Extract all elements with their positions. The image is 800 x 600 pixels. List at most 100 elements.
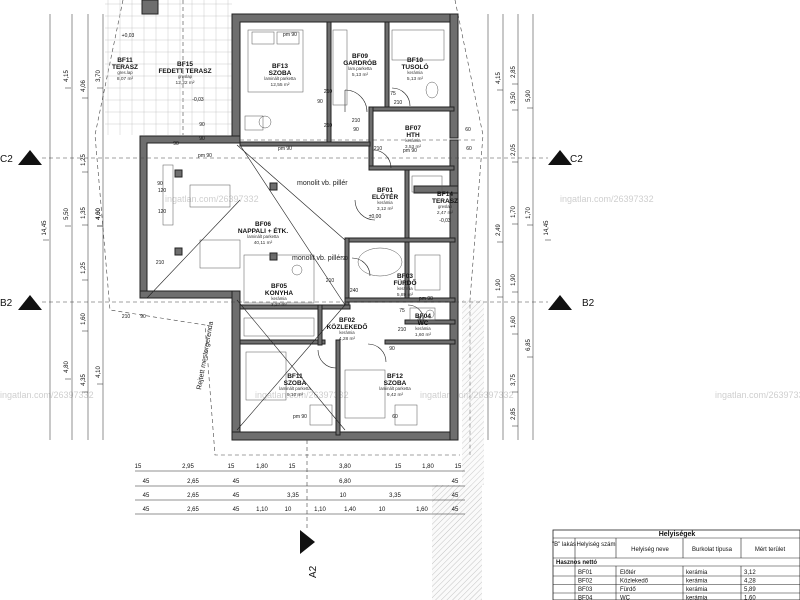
rooms-table: Helyiségek "B" lakás Helyiség szám Helyi… [552,529,800,600]
pillar-label: monolit vb. pillér [297,180,348,187]
room-flooring: laminált parketta [247,234,279,239]
table-cell: Fürdő [620,587,636,593]
room-area: 5,13 m² [352,72,369,78]
room-code: BF01 [377,187,393,194]
room-code: BF05 [271,283,287,290]
dimension-label: 45 [452,479,459,485]
dimension-label: 14,45 [42,220,48,236]
opening-label: 90 [353,127,359,133]
exterior-ramp [432,300,484,600]
room-code: BF07 [405,125,421,132]
table-cell: kerámia [686,579,708,585]
dimension-label: 3,80 [339,464,351,470]
dimension-label: 5,90 [526,90,532,102]
table-cell: 4,28 [744,579,756,585]
dimension-label: 10 [379,507,386,513]
pillars [141,0,278,261]
room-area: 3,53 m² [405,144,422,150]
table-cell: kerámia [686,596,708,600]
dimension-label: 14,45 [544,220,550,236]
opening-label: 90 [342,256,348,262]
axis-label: B2 [0,298,13,309]
dimension-label: 45 [143,507,150,513]
section-arrow-icon [300,530,315,554]
dimension-label: 4,06 [81,80,87,92]
table-section: Hasznos nettó [556,560,597,566]
terrace-tiles [105,0,232,135]
table-header: Helyiség neve [631,547,669,553]
axis-label: C2 [0,154,13,165]
dimension-label: 1,60 [511,316,517,328]
dimension-label: 45 [233,479,240,485]
opening-label: 240 [350,288,359,294]
room-flooring: greslap [178,74,193,79]
room-code: BF14 [437,191,453,198]
room-code: BF13 [272,63,288,70]
watermark: ingatlan.com/26397332 [715,390,800,400]
room-code: BF04 [415,313,431,320]
watermark: ingatlan.com/26397332 [165,194,259,204]
room-code: BF15 [177,61,193,68]
opening-label: 60 [392,414,398,420]
dimension-label: 1,70 [511,206,517,218]
dimension-label: 1,25 [81,262,87,274]
room-flooring: kerámia [339,330,355,335]
room-code: BF09 [352,53,368,60]
opening-label: 90 [140,314,146,320]
opening-label: 90 [199,136,205,142]
dimension-label: 45 [143,479,150,485]
opening-label: 120 [158,188,167,194]
table-header: "B" lakás [552,542,576,548]
opening-label: 90 [173,141,179,147]
table-cell: Közlekedő [620,579,649,585]
dimension-label: 1,60 [81,313,87,325]
watermark: ingatlan.com/26397332 [560,194,654,204]
room-name: WC [418,320,429,327]
dimension-label: 4,60 [96,208,102,220]
dimension-label: 2,95 [182,464,194,470]
dimension-label: 2,65 [187,479,199,485]
opening-label: 60 [465,127,471,133]
dimension-label: 45 [233,493,240,499]
section-arrow-icon [18,150,42,165]
dimension-label: 4,15 [64,70,70,82]
level-mark: -0,03 [192,97,204,103]
axis-label: B2 [582,298,595,309]
table-header: Helyiség szám [576,542,615,548]
opening-label: 210 [156,260,165,266]
opening-label: pm 90 [293,414,307,420]
room-code: BF12 [387,373,403,380]
room-name: SZOBA [384,380,407,387]
dimension-label: 6,80 [339,479,351,485]
room-flooring: kerámia [415,326,431,331]
opening-label: pm 90 [403,148,417,154]
opening-label: 210 [326,278,335,284]
room-flooring: greslap [438,204,453,209]
room-code: BF11 [117,57,133,64]
room-area: 3,12 m² [377,206,394,212]
dimension-label: 1,70 [526,207,532,219]
dimension-label: 4,15 [496,72,502,84]
opening-label: 210 [122,314,131,320]
dimension-label: 45 [452,493,459,499]
room-name: FÜRDŐ [393,278,416,287]
room-name: HTH [406,132,420,139]
room-flooring: kerámia [407,70,423,75]
dimension-label: 15 [228,464,235,470]
opening-label: pm 90 [283,32,297,38]
table-cell: BF03 [578,587,593,593]
room-area: 8,07 m² [117,76,134,82]
dimension-label: 6,85 [526,339,532,351]
dimension-label: 4,10 [96,366,102,378]
room-area: 40,11 m² [254,240,273,246]
table-cell: 5,89 [744,587,756,593]
dimension-label: 4,00 [96,208,102,220]
room-name: TERASZ [432,198,458,205]
pillar-label: monolit vb. pillér [292,255,343,262]
opening-label: 75 [390,91,396,97]
dimension-label: 3,50 [511,92,517,104]
opening-label: pm 90 [419,296,433,302]
opening-label: 75 [399,308,405,314]
dimension-label: 15 [135,464,142,470]
